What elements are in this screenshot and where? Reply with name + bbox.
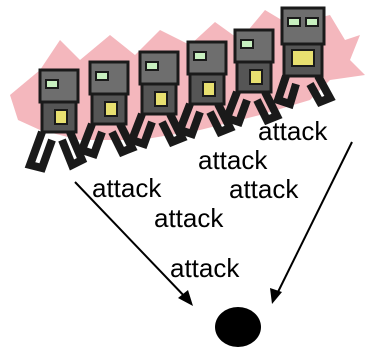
right-arrow-icon (270, 141, 353, 304)
target-dot-icon (215, 307, 261, 347)
attack-label-5: attack (154, 203, 224, 233)
robot-2 (76, 60, 138, 160)
attack-label-3: attack (92, 173, 162, 203)
attack-label-4: attack (229, 174, 299, 204)
left-arrow-icon (74, 181, 193, 306)
attack-label-6: attack (170, 253, 240, 283)
robot-5 (221, 28, 283, 128)
robot-6 (272, 6, 336, 110)
attack-label-1: attack (258, 116, 328, 146)
robot-3 (126, 50, 188, 150)
attack-label-2: attack (198, 145, 268, 175)
robot-1 (24, 68, 88, 173)
